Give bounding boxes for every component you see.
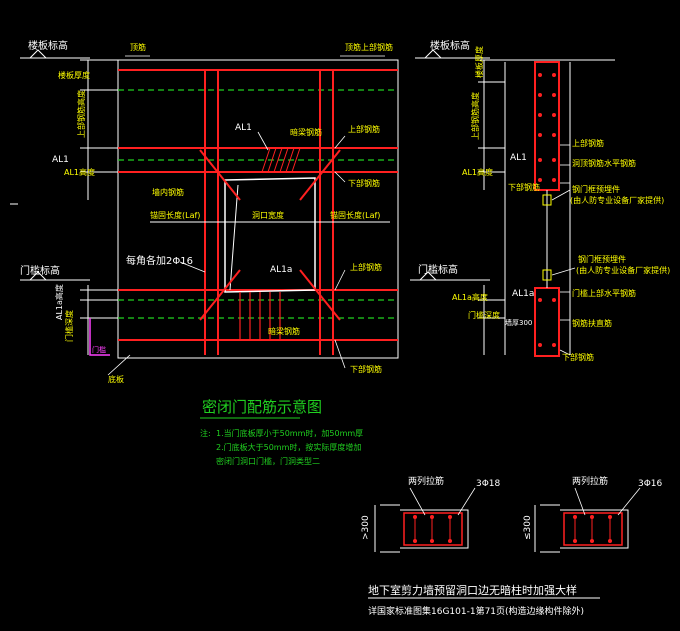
leader [334, 171, 346, 183]
hole-width-mid-label: 洞口宽度 [252, 210, 284, 220]
right-slab-thickness-label: 楼板厚度 [474, 46, 484, 78]
al1a-label: AL1a [270, 265, 292, 275]
leader [107, 354, 131, 376]
corner-rebar-label: 每角各加2Φ16 [126, 254, 193, 267]
note-line-2: 2.门底板大于50mm时，按实际厚度增加 [216, 442, 361, 452]
sill-label: 门槛 [92, 345, 106, 354]
note2a: 钢门框预埋件 [578, 254, 626, 264]
door-depth-label: 门槛深度 [64, 310, 74, 342]
right-al1-height-label: AL1高度 [462, 167, 493, 177]
right-floor-level-label: 楼板标高 [430, 39, 470, 52]
leader [409, 487, 426, 516]
level-symbol [29, 271, 47, 281]
leader [574, 487, 586, 516]
leader [334, 339, 346, 369]
note-line-1: 1.当门底板厚小于50mm时，加50mm厚 [216, 428, 363, 438]
right-al1a-height-label: AL1a高度 [452, 292, 488, 302]
ties [574, 517, 611, 541]
hole-width-right-label: 锚固长度(Laf) [330, 210, 380, 220]
hidden-beam-label-2: 暗梁钢筋 [268, 326, 300, 336]
door-level-label: 门槛标高 [20, 264, 60, 277]
top-bar-right-label: 上部钢筋 [348, 124, 380, 134]
right-bottom-bar2-label: 下部钢筋 [562, 352, 594, 362]
top-rebar-right-label: 顶筋上部钢筋 [345, 42, 393, 52]
detail-right-bar: 3Φ16 [638, 479, 663, 489]
level-symbol [29, 49, 47, 59]
right-depth-label: 门槛深度 [468, 310, 500, 320]
note1b: (由人防专业设备厂家提供) [570, 195, 664, 205]
leader [334, 269, 346, 291]
detail-left-dim: >300 [361, 515, 371, 540]
corner-diagonal-bar [299, 269, 341, 321]
sill-outline [89, 318, 110, 356]
floor-level-label: 楼板标高 [28, 39, 68, 52]
corner-diagonal-bar [199, 149, 241, 201]
wall-edge [400, 509, 469, 549]
right-al1-label: AL1 [510, 153, 527, 163]
leaders [551, 144, 576, 356]
hidden-beam-label: 暗梁钢筋 [290, 127, 322, 137]
al1-left-label: AL1 [52, 155, 69, 165]
note-prefix: 注: [200, 428, 211, 438]
wall-edge [560, 509, 629, 549]
note1a: 钢门框预埋件 [572, 184, 620, 194]
embed-plate [542, 194, 552, 206]
floor-bottom-label: 底板 [108, 374, 124, 384]
footer-title: 地下室剪力墙预留洞口边无暗柱时加强大样 [368, 583, 577, 597]
right-top-bar-label: 上部钢筋 [572, 138, 604, 148]
lintel-height-label: 上部钢筋高度 [76, 90, 86, 138]
rebar-dots [538, 73, 556, 347]
ties [414, 517, 451, 541]
detail-right-label: 两列拉筋 [572, 475, 608, 487]
note-line-3: 密闭门洞口门槛，门洞类型二 [216, 456, 320, 466]
al1a-height-label: AL1a高度 [54, 284, 64, 320]
embed-plate [542, 269, 552, 281]
al1-height-label: AL1高度 [64, 167, 95, 177]
right-width-label: 墙厚300 [505, 318, 532, 327]
right-sill-top-label: 门槛上部水平钢筋 [572, 288, 636, 298]
slab-thickness-label: 楼板厚度 [58, 70, 90, 80]
right-door-level-label: 门槛标高 [418, 263, 458, 276]
leader [334, 135, 346, 149]
right-al1a-label: AL1a [512, 289, 534, 299]
note2b: (由人防专业设备厂家提供) [576, 265, 670, 275]
detail-right [534, 487, 641, 553]
stirrup [563, 512, 623, 546]
lintel-stirrups [261, 147, 301, 173]
leader [257, 131, 269, 151]
diagram-title: 密闭门配筋示意图 [202, 398, 322, 416]
top-bar-right-label-2: 上部钢筋 [350, 262, 382, 272]
opening-frame-line [229, 184, 239, 291]
leader [457, 487, 476, 516]
sill-stirrups [239, 292, 281, 340]
footer-subtitle: 详国家标准图集16G101-1第71页(构造边缘构件除外) [368, 605, 584, 617]
bottom-bar-right-label: 下部钢筋 [348, 178, 380, 188]
corner-diagonal-bar [199, 269, 241, 321]
level-symbol [419, 271, 437, 281]
left-elevation [10, 49, 399, 376]
wall-outline [117, 59, 399, 359]
right-lintel-bottom-label: 洞顶钢筋水平钢筋 [572, 158, 636, 168]
right-top-height-label: 上部钢筋高度 [470, 92, 480, 140]
right-section [410, 49, 615, 357]
corner-diagonal-bar [299, 149, 341, 201]
top-rebar-label: 顶筋 [130, 42, 146, 52]
wall-rebar-label: 墙内钢筋 [152, 187, 184, 197]
leader [179, 261, 206, 273]
detail-right-dim: ≤300 [523, 515, 533, 540]
bottom-bar-right-label-2: 下部钢筋 [350, 364, 382, 374]
detail-left-label: 两列拉筋 [408, 475, 444, 487]
lintel-section [534, 61, 560, 191]
right-ins-bar-label: 钢筋扶直筋 [572, 318, 612, 328]
hole-width-left-label: 锚固长度(Laf) [150, 210, 200, 220]
right-bottom-bar-label: 下部钢筋 [508, 182, 540, 192]
stirrup [403, 512, 463, 546]
al1-label: AL1 [235, 123, 252, 133]
detail-left [374, 487, 476, 553]
leader [617, 487, 641, 516]
detail-left-bar: 3Φ18 [476, 479, 501, 489]
level-symbol [424, 49, 442, 59]
